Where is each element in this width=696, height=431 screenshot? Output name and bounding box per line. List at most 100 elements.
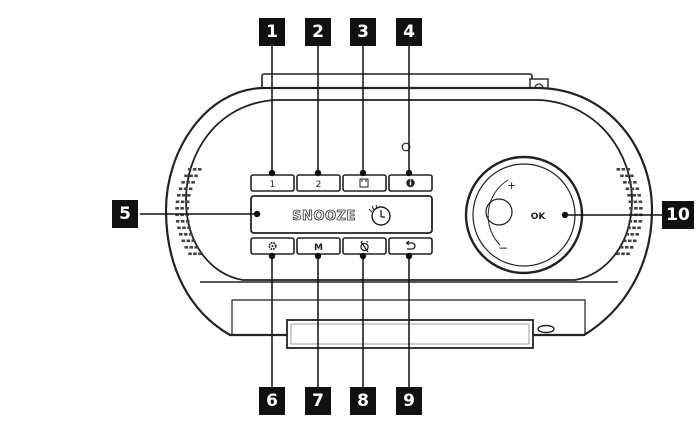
back-button[interactable] [388,237,433,255]
grille-hole [177,226,181,230]
settings-button[interactable] [250,237,295,255]
grille-hole [622,239,627,243]
alarm-off-icon [360,240,369,253]
info-icon [406,178,415,188]
grille-hole [183,187,188,191]
snooze-button[interactable]: SNOOZE [250,195,433,234]
dial-minus-label: − [498,241,508,255]
callout-9: 9 [396,387,422,415]
grille-hole [194,174,198,178]
grille-hole [188,252,192,256]
grille-hole [637,226,641,230]
grille-hole [621,168,626,171]
grille-hole [638,200,643,204]
ir-sensor [537,324,555,334]
callout-4: 4 [396,18,422,46]
leader-lines [140,44,662,387]
grille-hole [182,226,186,230]
grille-hole [187,194,191,197]
grille-hole [634,207,638,210]
grille-hole [187,226,191,230]
grille-hole [182,194,186,197]
grille-hole [633,200,638,204]
gear-icon [268,241,277,251]
grille-hole [628,181,632,184]
grille-hole [623,181,627,184]
grille-hole [626,168,631,171]
save-preset-button[interactable] [342,174,387,192]
ok-label: OK [531,212,547,222]
grille-hole [189,246,194,249]
grille-hole [633,181,637,184]
grille-hole [187,168,192,171]
callout-1: 1 [259,18,285,46]
grille-hole [191,239,196,243]
grille-hole [175,200,180,204]
grille-hole [177,194,181,197]
grille-hole [627,226,631,230]
grille-hole [639,207,643,210]
menu-button[interactable]: M [296,237,341,255]
grille-hole [186,181,190,184]
grille-hole [184,246,189,249]
callout-3: 3 [350,18,376,46]
grille-hole [181,239,186,243]
grille-hole [181,181,185,184]
grille-hole [630,233,634,236]
grille-hole [175,207,179,210]
callout-6: 6 [259,387,285,415]
grille-hole [175,213,179,217]
grille-hole [635,233,639,236]
grille-hole [630,174,634,178]
info-button[interactable] [388,174,433,192]
callout-10: 10 [662,201,694,229]
right-speaker-grille [616,168,643,256]
preset-1-button[interactable]: 1 [250,174,295,192]
grille-hole [638,220,643,223]
grille-hole [624,246,629,249]
callout-5: 5 [112,200,138,228]
grille-hole [179,233,183,236]
alarm-clock-icon [368,204,391,226]
grille-hole [185,213,189,217]
grille-hole [619,246,624,249]
grille-hole [625,187,630,191]
grille-hole [185,220,190,223]
display-window [286,319,534,349]
grille-hole [629,246,634,249]
grille-hole [178,187,183,191]
grille-hole [197,168,202,171]
callout-2: 2 [305,18,331,46]
grille-hole [180,213,184,217]
grille-hole [192,168,197,171]
grille-hole [189,174,193,178]
grille-hole [635,187,640,191]
preset-2-button[interactable]: 2 [296,174,341,192]
grille-hole [632,239,637,243]
mic-hole-icon [401,142,411,152]
grille-hole [188,187,193,191]
grille-hole [632,226,636,230]
grille-hole [626,252,630,256]
grille-hole [185,200,190,204]
grille-hole [625,174,629,178]
mode-button[interactable] [342,237,387,255]
grille-hole [628,200,633,204]
callout-8: 8 [350,387,376,415]
grille-hole [191,181,195,184]
grille-hole [616,252,620,256]
grille-hole [189,233,193,236]
grille-hole [180,220,185,223]
preset-2-label: 2 [316,180,322,190]
grille-hole [630,187,635,191]
grille-hole [198,252,202,256]
grille-hole [625,233,629,236]
back-arrow-icon [405,240,416,250]
menu-label: M [314,243,323,253]
grille-hole [180,207,184,210]
left-speaker-grille [175,168,202,256]
grille-hole [621,252,625,256]
grille-hole [637,194,641,197]
grille-hole [193,252,197,256]
grille-hole [194,246,199,249]
